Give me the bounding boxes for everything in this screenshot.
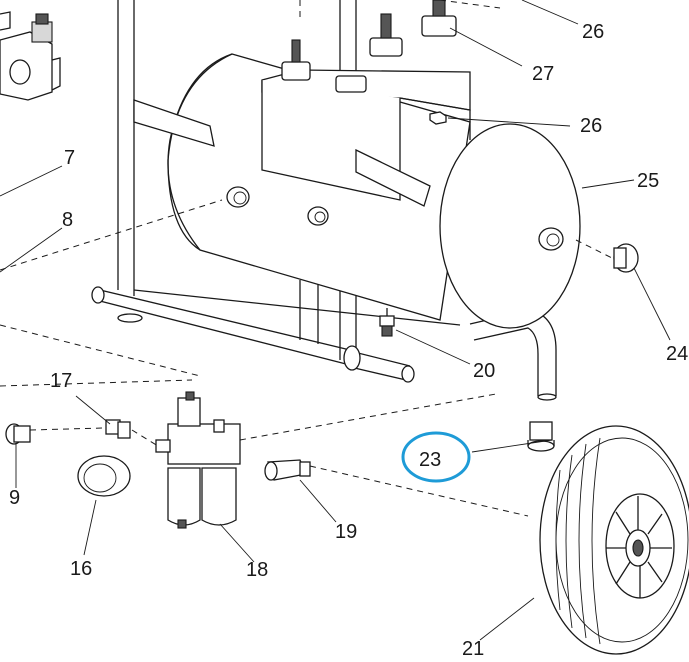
air-tank [133, 53, 581, 337]
cap-16 [77, 455, 131, 497]
callout-25: 25 [637, 170, 659, 192]
callout-19: 19 [335, 521, 357, 543]
callout-26-upper: 26 [582, 21, 604, 43]
callout-18: 18 [246, 559, 268, 581]
leader-lines [0, 0, 671, 641]
callout-17: 17 [50, 370, 72, 392]
callout-23: 23 [419, 449, 441, 471]
coupler-19 [264, 459, 311, 481]
callout-8: 8 [62, 209, 73, 231]
callout-16: 16 [70, 558, 92, 580]
callout-27: 27 [532, 63, 554, 85]
wheel-spacer [527, 421, 555, 452]
filter-regulator-18 [155, 391, 241, 529]
fitting-17 [105, 419, 131, 439]
fitting-9 [5, 423, 31, 445]
highlight-circle [401, 431, 471, 483]
callout-26-lower: 26 [580, 115, 602, 137]
assembly-lines [0, 0, 613, 517]
callout-20: 20 [473, 360, 495, 382]
top-left-fitting-assembly [0, 11, 61, 101]
drain-plug [613, 243, 639, 273]
callout-24: 24 [666, 343, 688, 365]
callout-7: 7 [64, 147, 75, 169]
callout-9: 9 [9, 487, 20, 509]
top-fittings [281, 0, 457, 125]
callout-labels: 7 8 9 16 17 18 19 20 21 23 24 25 26 27 2… [9, 21, 688, 660]
callout-21: 21 [462, 638, 484, 660]
wheel [539, 425, 689, 655]
frame [91, 0, 557, 401]
